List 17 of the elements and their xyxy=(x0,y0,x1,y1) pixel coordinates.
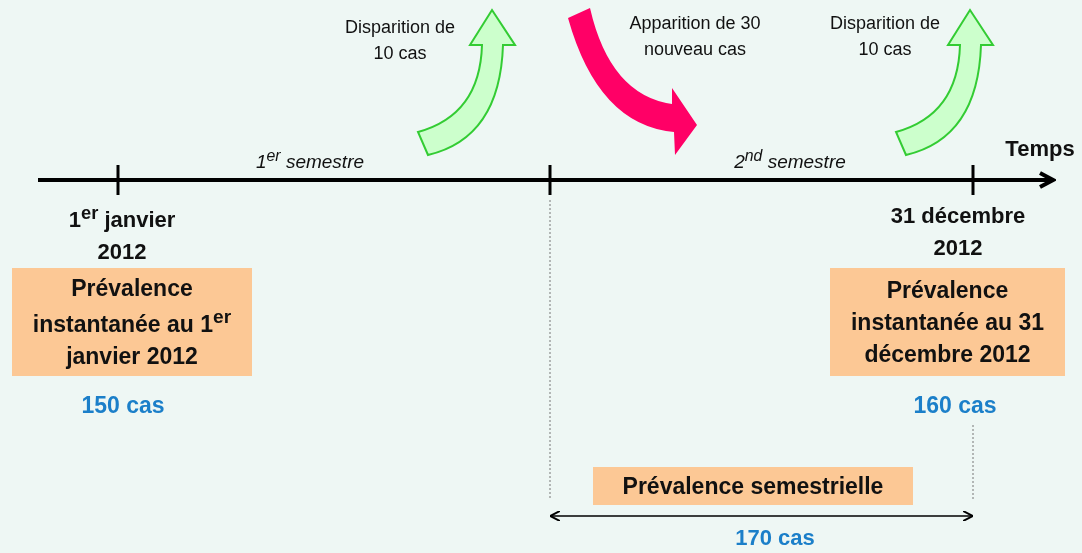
box-title: Prévalence semestrielle xyxy=(622,471,884,501)
case-count: 160 cas xyxy=(912,392,998,419)
process-box xyxy=(12,268,252,376)
box-title: Prévalence instantanée au 31 décembre 2012 xyxy=(850,275,1045,370)
event-note: Apparition de 30 nouveau cas xyxy=(628,12,762,62)
case-count: 150 cas xyxy=(80,392,166,419)
period-label: 2$^{nd}$ semestre xyxy=(733,146,847,175)
axis-label: Temps xyxy=(1004,135,1076,163)
event-note: Disparition de 10 cas xyxy=(343,16,457,66)
case-count: 170 cas xyxy=(734,524,816,552)
event-note: Disparition de 10 cas xyxy=(828,12,942,62)
date-label: 1$^{er}$ janvier 2012 xyxy=(67,201,177,267)
date-label: 31 décembre 2012 xyxy=(889,202,1027,262)
box-title: Prévalence instantanée au 1$^{er}$ janvier 2012 xyxy=(31,273,233,371)
process-box xyxy=(593,467,913,505)
process-box xyxy=(830,268,1065,376)
period-label: 1$^{er}$ semestre xyxy=(254,146,366,175)
